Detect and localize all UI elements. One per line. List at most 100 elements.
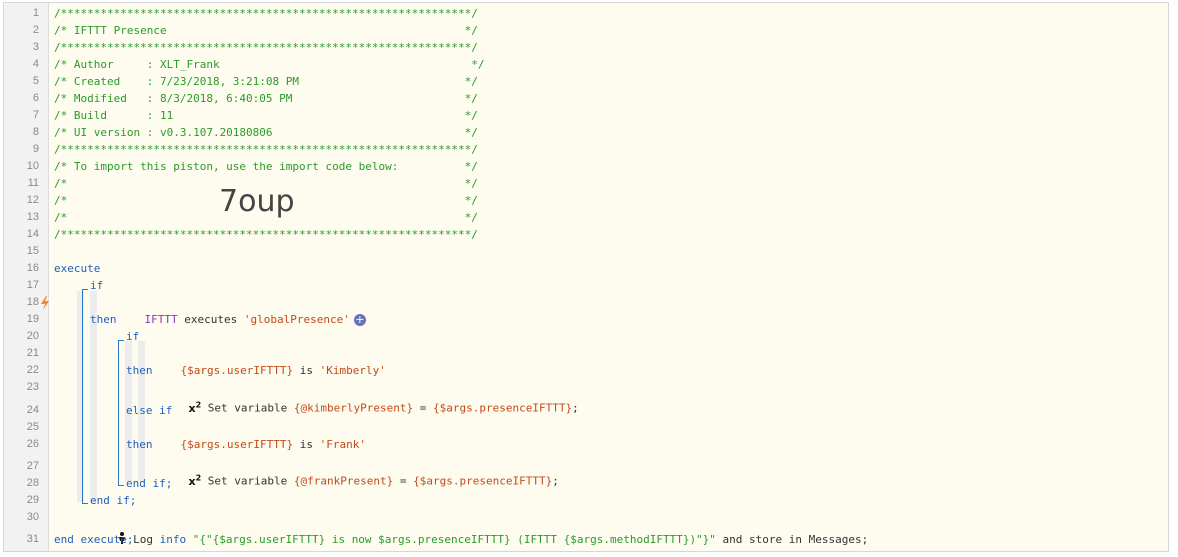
line-number: 2: [32, 24, 39, 36]
line-number: 18: [26, 296, 39, 308]
line-number: 27: [26, 460, 39, 472]
frank-condition[interactable]: {$args.userIFTTT} is 'Frank': [154, 419, 366, 451]
set-frank-statement[interactable]: x2 Set variable {@frankPresent} = {$args…: [162, 452, 559, 488]
indent-guide: [90, 291, 97, 502]
nested-if-block-bracket: [118, 340, 119, 486]
trigger-condition[interactable]: IFTTT executes 'globalPresence'+: [118, 294, 366, 326]
comment-blank: /* */: [54, 194, 478, 207]
frank-present-variable: {@frankPresent}: [293, 474, 394, 488]
line-number: 5: [32, 75, 39, 87]
indent-guide: [138, 341, 145, 482]
is-operator: is: [293, 438, 320, 451]
line-number: 21: [26, 347, 39, 359]
x-squared-icon: x2: [188, 473, 202, 488]
kimberly-present-variable: {@kimberlyPresent}: [293, 401, 414, 415]
nested-end-if-keyword[interactable]: end if;: [126, 477, 173, 490]
line-number: 17: [26, 279, 39, 291]
is-operator: is: [293, 364, 320, 377]
line-number: 7: [32, 109, 39, 121]
indent-guide: [125, 341, 132, 482]
comment-build: /* Build : 11 */: [54, 109, 478, 122]
import-code: 7oup: [219, 184, 295, 219]
lightning-bolt-icon: [41, 296, 49, 310]
line-number: 26: [26, 438, 39, 450]
args-user-variable: {$args.userIFTTT}: [180, 438, 294, 451]
if-block-bracket-bottom: [82, 503, 88, 504]
set-kimberly-statement[interactable]: x2 Set variable {@kimberlyPresent} = {$a…: [162, 379, 579, 415]
execute-keyword[interactable]: execute: [54, 262, 101, 275]
then-keyword[interactable]: then: [126, 364, 153, 377]
line-number: 15: [26, 245, 39, 257]
line-number: 29: [26, 494, 39, 506]
nested-if-block-bracket-bottom: [118, 485, 124, 486]
log-store-target: and store in Messages;: [715, 533, 869, 546]
comment-author: /* Author : XLT_Frank */: [54, 58, 485, 71]
nested-if-block-bracket-top: [118, 340, 124, 341]
line-number: 11: [27, 177, 39, 189]
kimberly-condition[interactable]: {$args.userIFTTT} is 'Kimberly': [154, 345, 386, 377]
if-block-bracket: [82, 289, 83, 504]
line-number: 6: [32, 92, 39, 104]
line-number: 16: [26, 262, 39, 274]
line-number: 31: [26, 533, 39, 545]
line-number: 14: [26, 228, 39, 240]
log-message: "{"{$args.userIFTTT} is now $args.presen…: [186, 533, 716, 546]
set-variable-label: Set variable: [201, 474, 294, 488]
semicolon: ;: [552, 474, 559, 488]
log-level: info: [159, 533, 187, 546]
line-number: 13: [26, 211, 39, 223]
line-number: 8: [32, 126, 39, 138]
line-number: 10: [26, 160, 39, 172]
kimberly-value: 'Kimberly': [319, 364, 386, 377]
comment-blank: /* */: [54, 177, 478, 190]
comment-blank: /* */: [54, 211, 478, 224]
comment-border: /***************************************…: [54, 41, 478, 54]
ifttt-device: IFTTT: [144, 313, 178, 326]
set-variable-label: Set variable: [201, 401, 294, 415]
line-number: 25: [26, 421, 39, 433]
comment-border: /***************************************…: [54, 228, 478, 241]
line-number: 1: [32, 7, 39, 19]
plus-circle-icon[interactable]: +: [353, 313, 366, 326]
event-name: 'globalPresence': [243, 313, 350, 326]
args-user-variable: {$args.userIFTTT}: [180, 364, 294, 377]
comment-created: /* Created : 7/23/2018, 3:21:08 PM */: [54, 75, 478, 88]
comment-ui-version: /* UI version : v0.3.107.20180806 */: [54, 126, 478, 139]
line-number: 19: [26, 313, 39, 325]
person-icon: [118, 532, 125, 544]
end-execute-keyword[interactable]: end execute;: [54, 533, 134, 546]
line-number: 28: [26, 477, 39, 489]
equals-operator: =: [413, 401, 433, 415]
else-if-keyword[interactable]: else if: [126, 404, 173, 417]
line-number: 3: [32, 41, 39, 53]
executes-operator: executes: [177, 313, 244, 326]
if-keyword[interactable]: if: [90, 279, 104, 292]
comment-border: /***************************************…: [54, 143, 478, 156]
log-label: Log: [126, 533, 160, 546]
nested-if-keyword[interactable]: if: [126, 330, 140, 343]
args-presence-variable: {$args.presenceIFTTT}: [433, 401, 573, 415]
comment-border: /***************************************…: [54, 7, 478, 20]
line-number: 24: [26, 404, 39, 416]
comment-modified: /* Modified : 8/3/2018, 6:40:05 PM */: [54, 92, 478, 105]
line-number: 23: [26, 381, 39, 393]
line-number: 12: [26, 194, 39, 206]
comment-title: /* IFTTT Presence */: [54, 24, 478, 37]
semicolon: ;: [572, 401, 579, 415]
log-statement[interactable]: Log info "{"{$args.userIFTTT} is now $ar…: [90, 514, 868, 546]
comment-import-note: /* To import this piston, use the import…: [54, 160, 478, 173]
frank-value: 'Frank': [319, 438, 366, 451]
end-if-keyword[interactable]: end if;: [90, 494, 137, 507]
line-number: 4: [32, 58, 39, 70]
indent-guide: [77, 291, 84, 502]
then-keyword[interactable]: then: [90, 313, 117, 326]
x-squared-icon: x2: [188, 400, 202, 415]
line-number: 20: [26, 330, 39, 342]
args-presence-variable: {$args.presenceIFTTT}: [413, 474, 553, 488]
then-keyword[interactable]: then: [126, 438, 153, 451]
if-block-bracket-top: [82, 289, 88, 290]
equals-operator: =: [393, 474, 414, 488]
line-number: 9: [32, 143, 39, 155]
